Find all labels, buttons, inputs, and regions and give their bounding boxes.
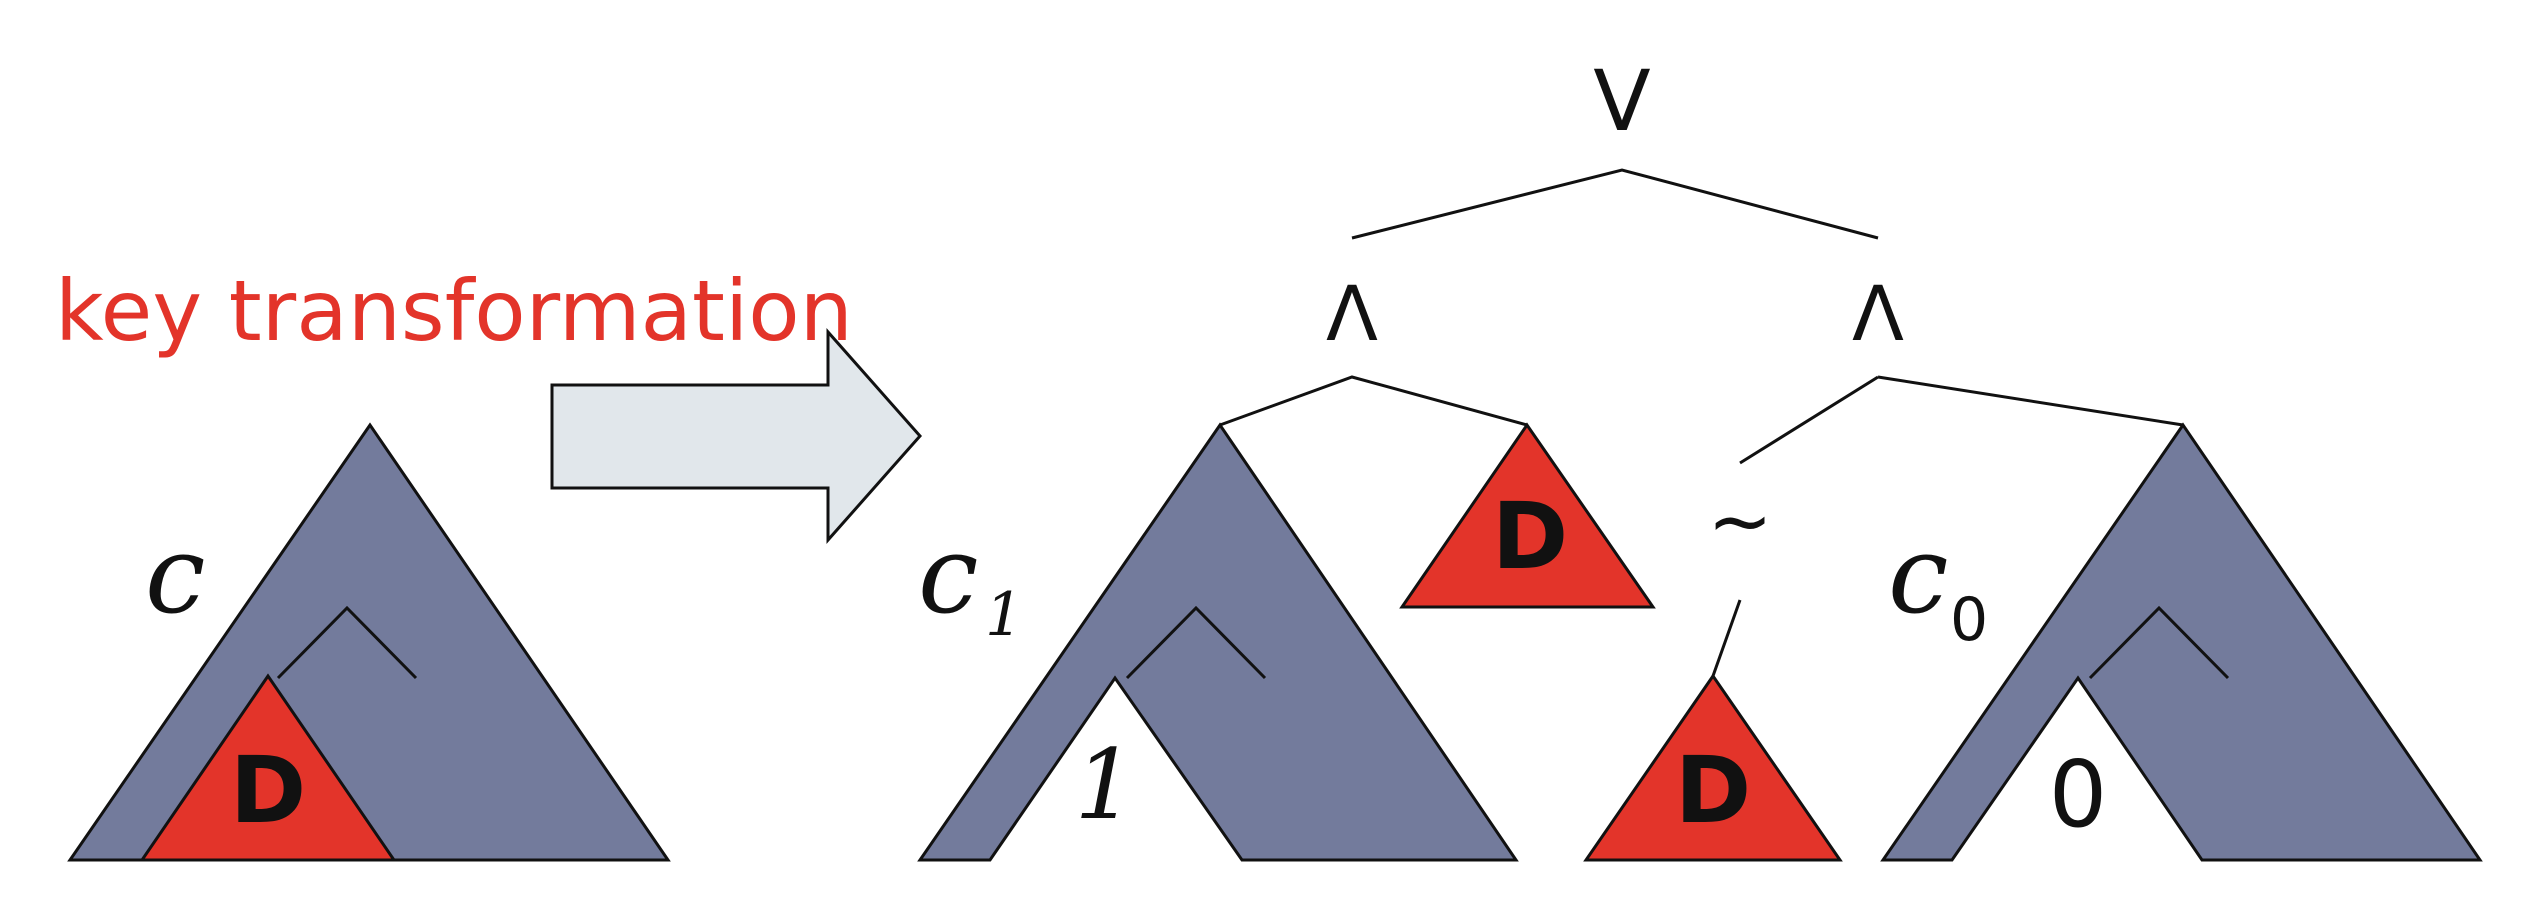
and-node-left: Λ: [1326, 269, 1378, 358]
label-one: 1: [1074, 729, 1135, 841]
or-node: V: [1593, 52, 1650, 150]
original-tree: c D: [67, 422, 671, 862]
c1-inner-branch-marker: [1125, 605, 1267, 680]
right-arrow-icon: [550, 328, 923, 544]
tree-c0: c 0 0: [1880, 422, 2483, 862]
label-c1-sub: 1: [985, 580, 1023, 650]
tree-c-triangle: [67, 422, 671, 862]
label-c: c: [145, 513, 206, 638]
subtree-d-bottom-triangle: [1583, 673, 1843, 862]
or-branches: [1351, 168, 1879, 240]
subtree-d-top-triangle: [1399, 422, 1656, 609]
label-c0: c: [1888, 513, 1949, 638]
inner-branch-marker: [276, 605, 418, 680]
and-node-right: Λ: [1852, 269, 1904, 358]
negated-subtree: ~ D: [1583, 477, 1843, 862]
and-left-branches: [1219, 375, 1528, 427]
label-d-left: D: [230, 737, 306, 844]
subtree-d-top: D: [1399, 422, 1656, 609]
label-c1: c: [918, 513, 979, 638]
not-branch: [1711, 599, 1742, 677]
and-right-branch-to-c0: [1877, 375, 2184, 427]
and-right-branch-to-not: [1739, 375, 1879, 465]
tree-c1-triangle: [917, 422, 1519, 862]
not-node: ~: [1707, 477, 1772, 567]
tree-c1: c 1 1: [917, 422, 1519, 862]
label-d-bottom: D: [1675, 737, 1751, 844]
subtree-d-triangle: [139, 673, 397, 862]
c0-inner-branch-marker: [2088, 605, 2230, 680]
transformed-tree: V Λ Λ c 1 1 D ~ D: [917, 52, 2483, 862]
label-d-top: D: [1492, 483, 1568, 590]
label-c0-sub: 0: [1950, 585, 1988, 655]
diagram-title: key transformation: [55, 262, 853, 360]
tree-c0-triangle: [1880, 422, 2483, 862]
label-zero: 0: [2049, 741, 2108, 848]
